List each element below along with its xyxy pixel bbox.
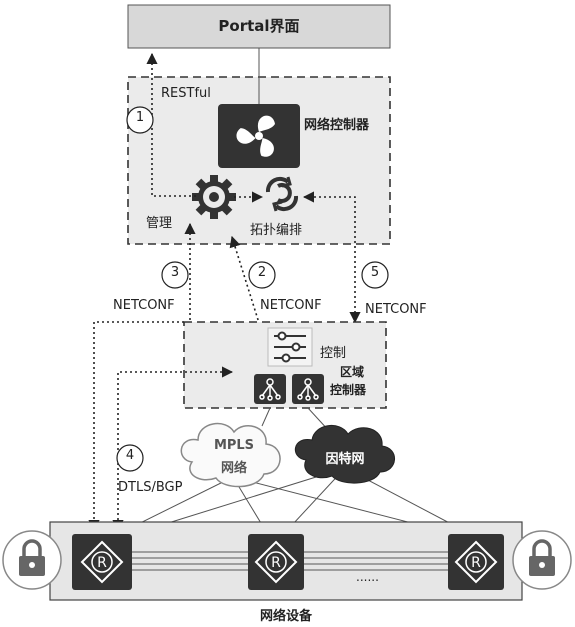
router-icon: R <box>248 534 304 590</box>
svg-text:R: R <box>97 555 107 571</box>
router-icon: R <box>448 534 504 590</box>
portal-label: Portal界面 <box>218 17 300 35</box>
step-circle-3 <box>161 261 189 289</box>
ellipsis-label: ...... <box>356 570 379 584</box>
svg-text:R: R <box>271 555 281 571</box>
netconf-label-3: NETCONF <box>113 298 175 313</box>
step-1: 1 <box>135 110 145 125</box>
sliders-icon <box>267 327 313 367</box>
step-circle-2 <box>248 261 276 289</box>
network-node-icon <box>292 374 324 404</box>
mpls-label-line2: 网络 <box>220 461 247 476</box>
step-circle-5 <box>361 261 389 289</box>
topology-label: 拓扑编排 <box>250 223 303 238</box>
region-label-line2: 控制器 <box>330 383 367 397</box>
mpls-cloud <box>180 422 281 488</box>
fan-icon <box>218 104 300 168</box>
control-label: 控制 <box>320 346 347 361</box>
router-icon: R <box>72 534 132 590</box>
internet-label: 因特网 <box>325 452 365 467</box>
step-5: 5 <box>370 265 380 280</box>
netconf-to-router <box>88 321 184 532</box>
manage-label: 管理 <box>146 216 173 231</box>
netconf-label-5: NETCONF <box>365 302 427 317</box>
devices-label: 网络设备 <box>259 609 312 624</box>
internet-cloud <box>295 425 395 484</box>
svg-text:R: R <box>471 555 481 571</box>
step-3: 3 <box>170 265 180 280</box>
router-links <box>130 551 450 571</box>
network-node-icon <box>254 374 286 404</box>
step-circle-4 <box>116 444 144 472</box>
dtls-bgp-label: DTLS/BGP <box>118 480 183 495</box>
step-4: 4 <box>125 448 135 463</box>
lock-icon <box>2 530 62 590</box>
cycle-icon <box>265 176 299 212</box>
netconf-label-2: NETCONF <box>260 298 322 313</box>
step-circle-1 <box>126 106 154 134</box>
cloud-links <box>109 407 479 539</box>
mpls-label-line1: MPLS <box>213 438 255 453</box>
region-label-line1: 区域 <box>340 365 365 379</box>
lock-icon <box>512 530 572 590</box>
step-2: 2 <box>257 265 267 280</box>
netconf-arrow-5 <box>302 191 361 324</box>
controller-label: 网络控制器 <box>304 118 370 133</box>
portal-box <box>127 4 391 49</box>
restful-label: RESTful <box>161 86 211 101</box>
gear-icon <box>192 175 236 219</box>
